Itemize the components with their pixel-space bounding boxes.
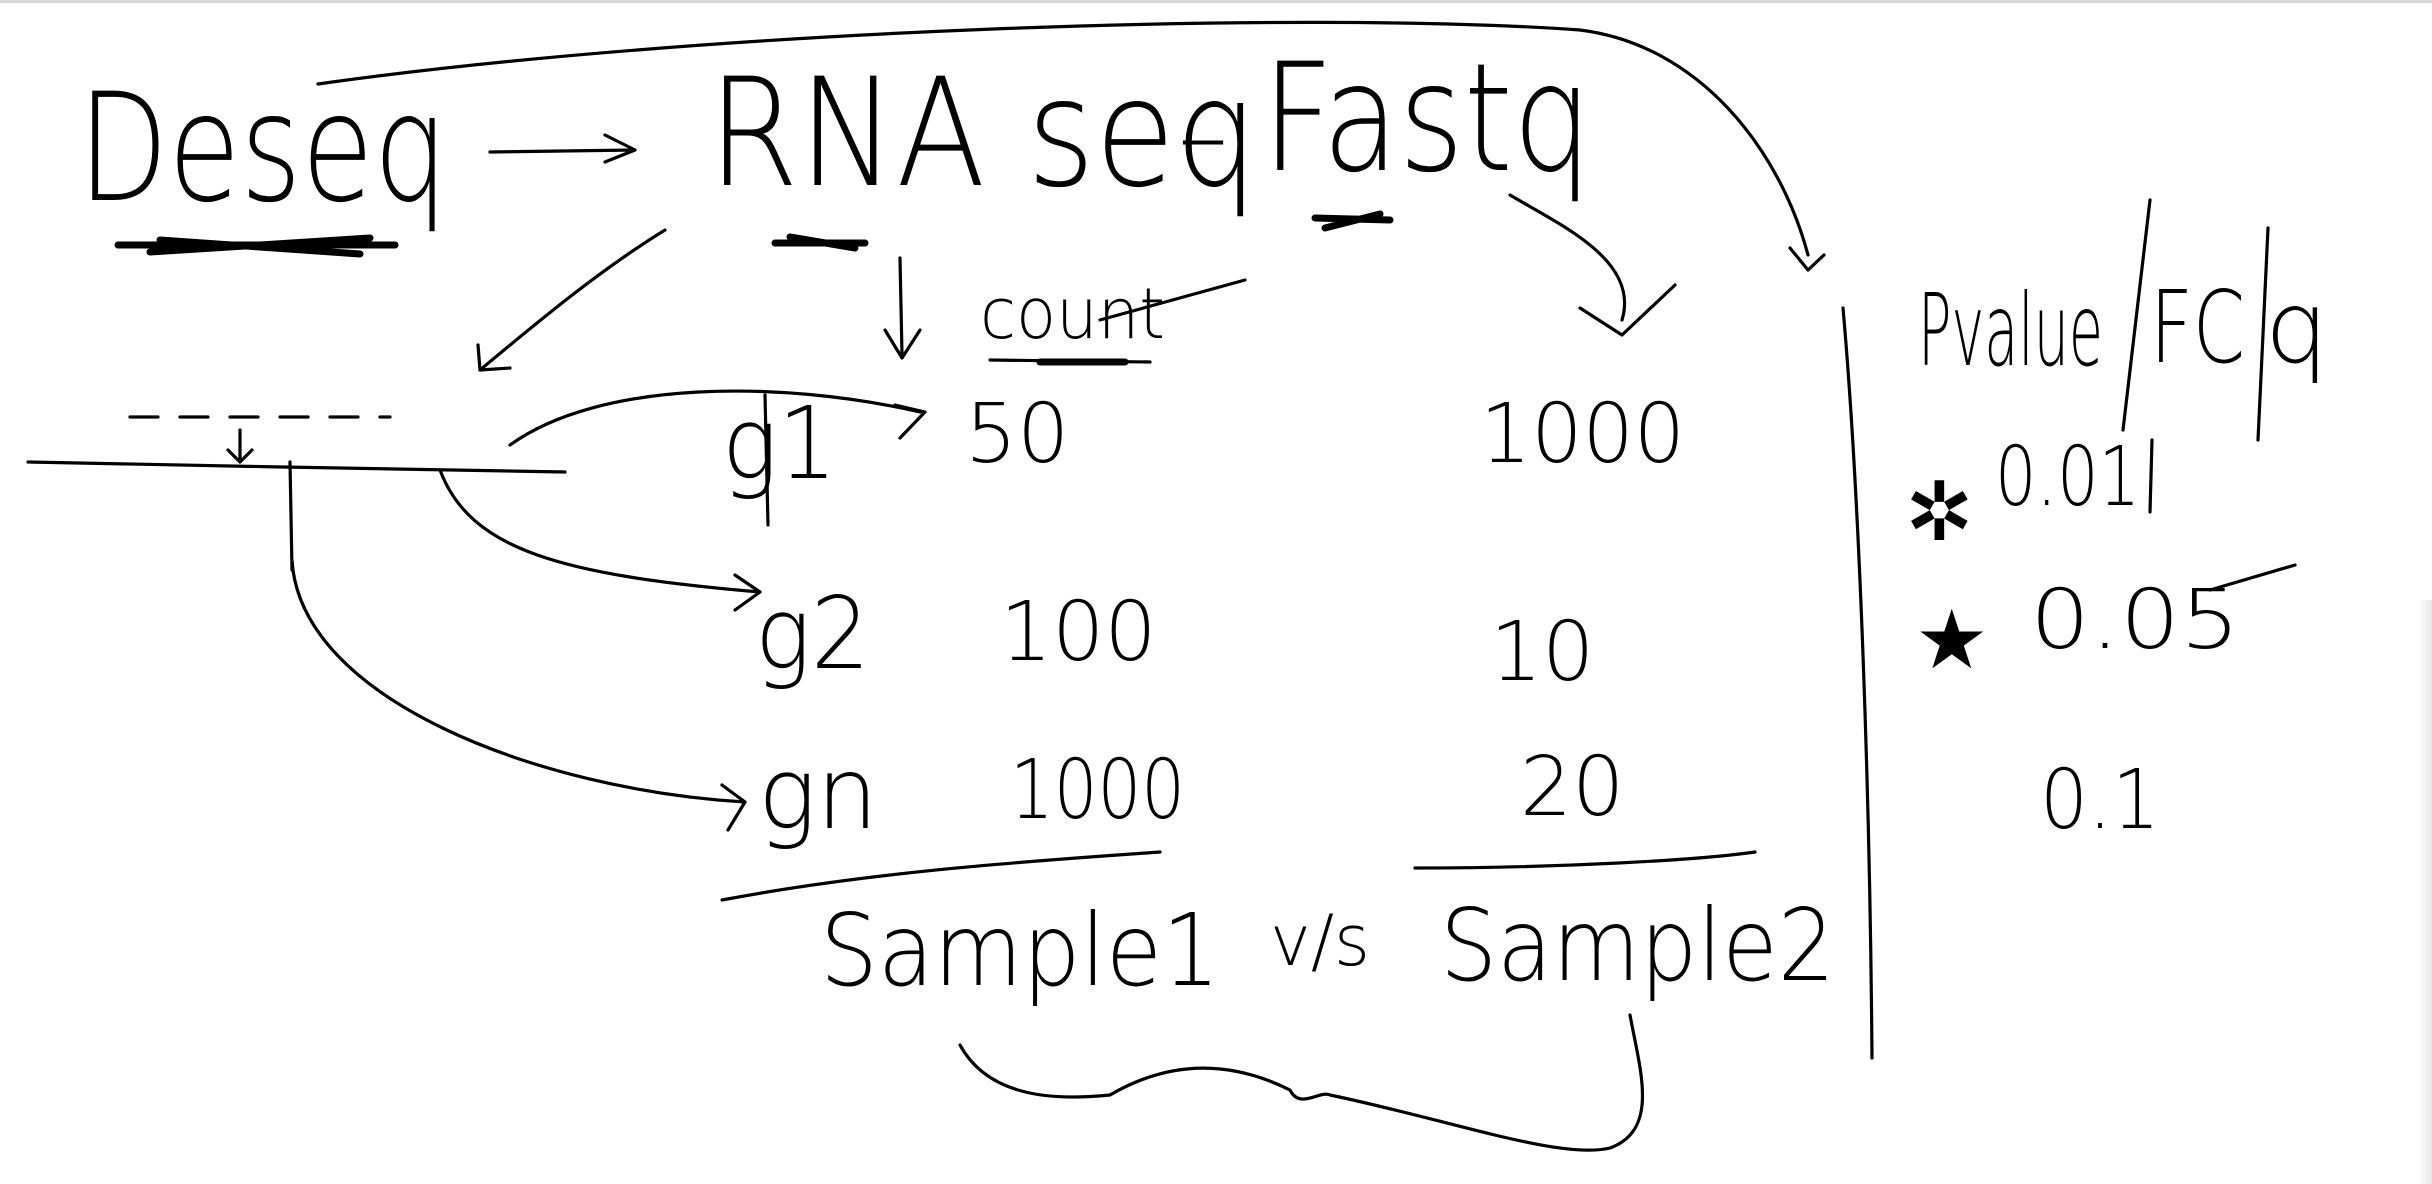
stats-header-q: q: [2265, 269, 2328, 386]
gene-g2-label: g2: [755, 575, 870, 692]
rnaseq-underline-scribble: [771, 233, 869, 252]
g1-sample2-value: 1000: [1480, 387, 1685, 482]
vs-label: v/s: [1270, 900, 1370, 982]
stats-value-3: 0.1: [2040, 753, 2160, 848]
g2-sample1-value: 100: [1000, 585, 1157, 680]
arrow-rnaseq-to-count: [883, 256, 922, 360]
samples-brace: [958, 1013, 1645, 1152]
stats-value-1: 0.01: [1995, 430, 2140, 525]
count-strikethrough: [1098, 278, 1247, 322]
g2-sample2-value: 10: [1490, 605, 1594, 700]
genome-small-arrow: [226, 428, 254, 464]
stats-divider-1: [2121, 198, 2152, 432]
deseq-label: Deseq: [78, 62, 448, 236]
gn-sample1-value: 1000: [1010, 743, 1185, 838]
sample1-label: Sample1: [820, 892, 1220, 1009]
top-border: [0, 0, 2432, 3]
stats-value-1-tick: [2148, 438, 2154, 514]
gene-g1-label: g1: [722, 385, 837, 502]
arc-deseq-to-stats: [316, 20, 1826, 272]
stats-header-pvalue: Pvalue: [1918, 272, 2103, 389]
stats-marker-2: ★: [1915, 593, 1989, 688]
stats-value-2: 0.05: [2030, 573, 2240, 668]
fastq-underline-scribble: [1311, 210, 1394, 232]
table-left-rule: [763, 393, 770, 527]
arrow-line-to-g1: [508, 389, 927, 447]
scroll-edge-shadow: [2418, 600, 2432, 1184]
arrow-line-to-gn: [290, 558, 747, 832]
rnaseq-label: RNA seq: [708, 47, 1258, 221]
arrow-deseq-to-rnaseq: [488, 133, 637, 164]
gene-gn-label: gn: [758, 735, 878, 852]
genome-tick: [288, 460, 294, 572]
genome-baseline: [26, 460, 567, 474]
dash-label: –: [1178, 77, 1228, 194]
sample2-label: Sample2: [1440, 887, 1835, 1004]
count-label: count: [980, 273, 1165, 355]
sample1-rule: [720, 850, 1162, 902]
stats-left-rule: [1841, 306, 1874, 1060]
stats-value-2-strike: [2208, 563, 2297, 592]
deseq-underline-scribble: [114, 234, 399, 258]
arrow-rnaseq-to-line: [476, 228, 667, 372]
stats-marker-1: ✲: [1905, 465, 1974, 560]
gn-sample2-value: 20: [1520, 740, 1624, 835]
sample2-rule: [1413, 850, 1757, 870]
g1-sample1-value: 50: [965, 387, 1069, 482]
arrow-fastq-to-counts: [1508, 193, 1677, 337]
fastq-label: Fastq: [1262, 32, 1592, 206]
stats-divider-2: [2256, 226, 2270, 442]
arrow-line-to-g2: [438, 468, 762, 612]
stats-header-fc: FC: [2150, 269, 2245, 386]
